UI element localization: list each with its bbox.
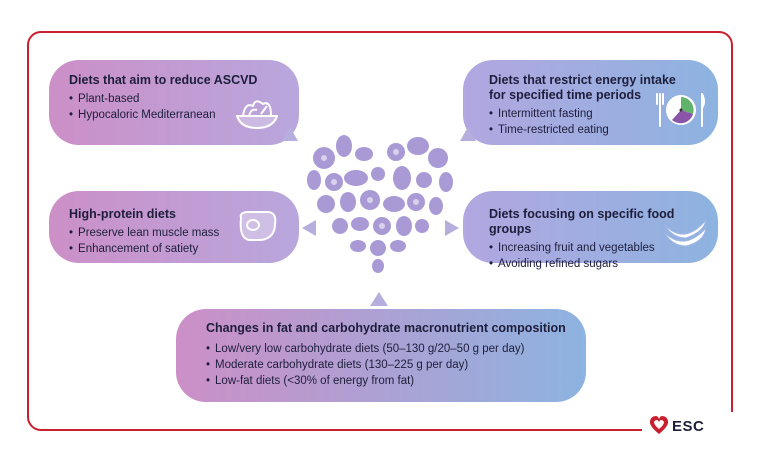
list-item: Preserve lean muscle mass [69, 225, 279, 241]
list-item: Low/very low carbohydrate diets (50–130 … [206, 341, 566, 357]
banana-icon [663, 218, 707, 247]
arrow-right [445, 220, 459, 236]
list-item: Low-fat diets (<30% of energy from fat) [206, 373, 566, 389]
arrow-bottom [370, 292, 388, 306]
salad-bowl-icon [236, 100, 278, 129]
steak-icon [239, 211, 277, 241]
box-title: High-protein diets [69, 207, 176, 221]
fruit-vegetable-heart-icon [307, 135, 453, 273]
box-title: Diets that aim to reduce ASCVD [69, 73, 258, 87]
box-food-groups: Diets focusing on specific food groups I… [463, 191, 718, 270]
list-item: Plant-based [69, 91, 279, 107]
list-item: Enhancement of satiety [69, 241, 279, 257]
diagram-frame [27, 31, 733, 431]
list-item: Time-restricted eating [489, 122, 698, 138]
box-title: Changes in fat and carbohydrate macronut… [206, 321, 566, 335]
arrow-left [302, 220, 316, 236]
arrow-top-left [282, 127, 298, 141]
box-reduce-ascvd: Diets that aim to reduce ASCVD Plant-bas… [49, 60, 299, 145]
esc-logo-text: ESC [672, 418, 705, 435]
box-macronutrient: Changes in fat and carbohydrate macronut… [176, 309, 586, 402]
box-title: Diets focusing on specific food groups [489, 207, 675, 236]
list-item: Intermittent fasting [489, 106, 698, 122]
list-item: Increasing fruit and vegetables [489, 240, 698, 256]
list-item: Hypocaloric Mediterranean [69, 107, 279, 123]
list-item: Moderate carbohydrate diets (130–225 g p… [206, 357, 566, 373]
list-item: Avoiding refined sugars [489, 256, 698, 272]
arrow-top-right [460, 127, 476, 141]
box-high-protein: High-protein diets Preserve lean muscle … [49, 191, 299, 263]
clock-plate-icon [656, 93, 705, 127]
esc-heart-icon [649, 416, 669, 434]
